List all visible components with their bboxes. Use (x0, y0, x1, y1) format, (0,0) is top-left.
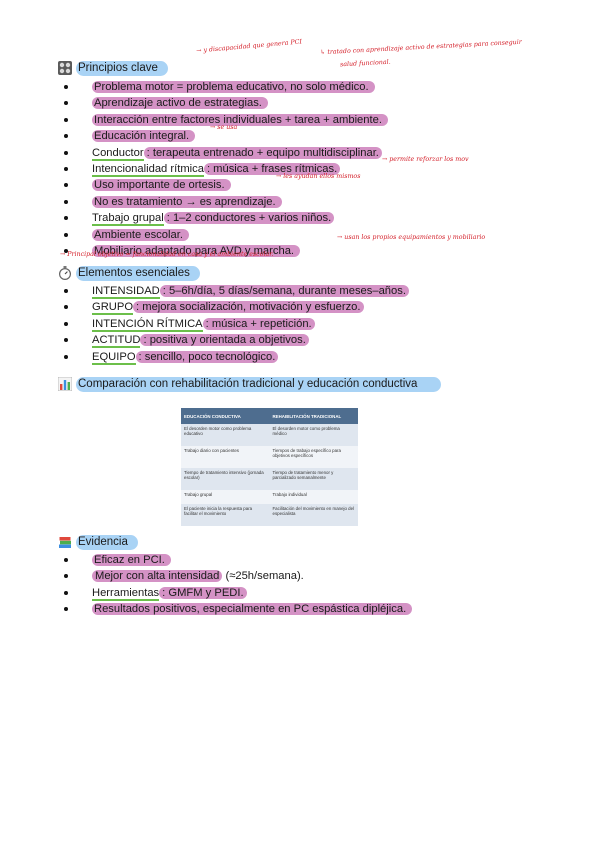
principios-list: Problema motor = problema educativo, no … (60, 79, 388, 259)
list-item: Aprendizaje activo de estrategias. (60, 95, 388, 111)
section-title: Principios clave (76, 60, 168, 76)
table-cell: Tiempos de trabajo específico para objet… (269, 445, 358, 468)
handwritten-note: → usan los propios equipamientos y mobil… (337, 234, 486, 241)
list-item: Herramientas: GMFM y PEDI. (60, 585, 412, 601)
list-item: INTENCIÓN RÍTMICA: música + repetición. (60, 316, 409, 332)
section-comparacion-header: Comparación con rehabilitación tradicion… (57, 376, 442, 392)
grid-icon (58, 61, 72, 75)
handwritten-note: salud funcional. (339, 58, 391, 69)
list-item: Uso importante de ortesis. (60, 177, 388, 193)
section-evidencia-header: Evidencia (58, 534, 138, 550)
list-item: Conductor: terapeuta entrenado + equipo … (60, 145, 388, 161)
table-cell: Tiempo de tratamiento menor y parcializa… (269, 467, 358, 490)
table-row: Trabajo diario con pacientes Tiempos de … (181, 445, 358, 468)
comparison-table: EDUCACIÓN CONDUCTIVA REHABILITACIÓN TRAD… (181, 408, 358, 526)
list-item: Mejor con alta intensidad (≈25h/semana). (60, 568, 412, 584)
handwritten-note: ↳ tratado con aprendizaje activo de estr… (319, 38, 522, 57)
table-cell: Trabajo grupal (181, 489, 270, 505)
table-cell: El paciente inicia la respuesta para fac… (181, 504, 270, 526)
table-cell: Tiempo de tratamiento intensivo (jornada… (181, 467, 270, 490)
handwritten-note: → permite reforzar los mov (382, 156, 469, 163)
list-item: Problema motor = problema educativo, no … (60, 79, 388, 95)
elementos-list: INTENSIDAD: 5–6h/día, 5 días/semana, dur… (60, 283, 409, 365)
table-cell: Trabajo individual (269, 489, 358, 505)
handwritten-note: → y discapacidad que genera PCI (195, 38, 303, 55)
list-item: GRUPO: mejora socialización, motivación … (60, 299, 409, 316)
books-icon (58, 535, 72, 549)
evidencia-list: Eficaz en PCI. Mejor con alta intensidad… (60, 552, 413, 618)
section-title: Elementos esenciales (76, 265, 200, 281)
list-item: Ambiente escolar. (60, 227, 388, 243)
list-item: ACTITUD: positiva y orientada a objetivo… (60, 332, 409, 349)
handwritten-note: → les ayudan ellos mismos (276, 173, 361, 180)
list-item: INTENSIDAD: 5–6h/día, 5 días/semana, dur… (60, 283, 409, 299)
list-item: Educación integral. (60, 128, 388, 144)
list-item: Intencionalidad rítmica: música + frases… (60, 161, 388, 177)
list-item: Mobiliario adaptado para AVD y marcha. (60, 243, 388, 259)
table-row: El paciente inicia la respuesta para fac… (181, 504, 358, 526)
table-cell: Facilitación del movimiento en manejo de… (269, 504, 358, 526)
list-item: Interacción entre factores individuales … (60, 112, 388, 128)
table-header-cell: EDUCACIÓN CONDUCTIVA (181, 408, 270, 424)
section-title: Comparación con rehabilitación tradicion… (76, 376, 442, 392)
section-title: Evidencia (76, 534, 138, 550)
table-row: El desorden motor como problema educativ… (181, 424, 358, 446)
table-row: Tiempo de tratamiento intensivo (jornada… (181, 467, 358, 490)
table-header-cell: REHABILITACIÓN TRADICIONAL (269, 408, 358, 424)
list-item: Trabajo grupal: 1–2 conductores + varios… (60, 210, 388, 227)
list-item: Eficaz en PCI. (60, 552, 412, 568)
table-header-row: EDUCACIÓN CONDUCTIVA REHABILITACIÓN TRAD… (181, 408, 358, 424)
table-row: Trabajo grupal Trabajo individual (181, 489, 358, 505)
list-item: EQUIPO: sencillo, poco tecnológico. (60, 349, 409, 365)
bar-chart-icon (57, 376, 73, 392)
section-principios-header: Principios clave (58, 60, 168, 76)
table-cell: Trabajo diario con pacientes (181, 445, 270, 468)
table-cell: El desorden motor como problema médico (269, 424, 358, 446)
handwritten-note: → se usa (210, 124, 238, 131)
stopwatch-icon (58, 266, 72, 281)
table-cell: El desorden motor como problema educativ… (181, 424, 270, 446)
handwritten-note: → Principal objetivo = funcionalidad en … (60, 251, 274, 258)
list-item: Resultados positivos, especialmente en P… (60, 601, 413, 617)
list-item: No es tratamiento → es aprendizaje. (60, 194, 388, 210)
section-elementos-header: Elementos esenciales (58, 265, 200, 281)
